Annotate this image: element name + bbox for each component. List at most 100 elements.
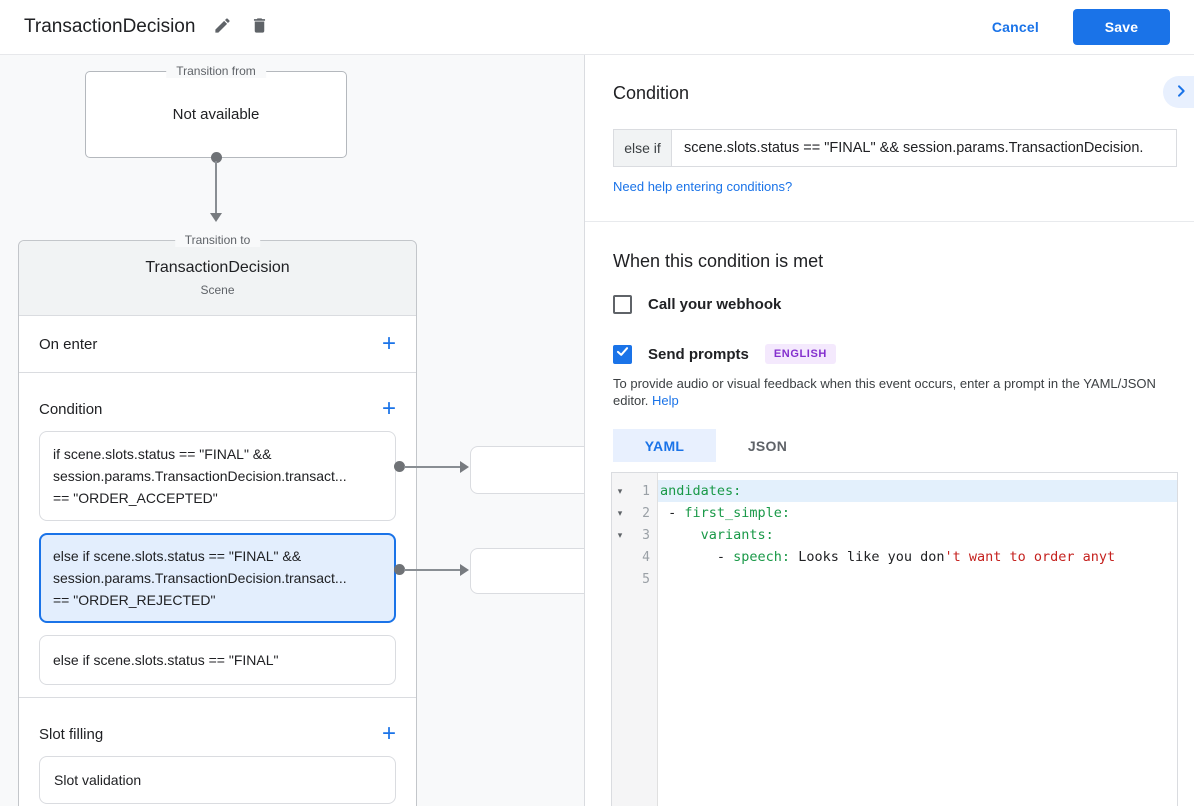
- top-bar: TransactionDecision Cancel Save: [0, 0, 1194, 55]
- connector-line: [404, 466, 461, 468]
- tab-json[interactable]: JSON: [716, 429, 819, 462]
- webhook-row: Call your webhook: [613, 295, 781, 314]
- panel-title: Condition: [613, 83, 690, 103]
- slot-filling-label: Slot filling: [39, 725, 104, 743]
- condition-expression-row: else if: [613, 129, 1177, 167]
- scene-type: Scene: [200, 283, 235, 297]
- slot-validation-item[interactable]: Slot validation: [39, 756, 396, 804]
- gutter-row: 5: [612, 568, 657, 590]
- transition-from-legend: Transition from: [166, 64, 266, 78]
- cancel-button[interactable]: Cancel: [991, 19, 1039, 35]
- gutter-row: 4: [612, 546, 657, 568]
- condition-text: else if scene.slots.status == "FINAL" &&: [53, 548, 302, 564]
- save-button[interactable]: Save: [1073, 9, 1170, 45]
- code-segment: variants:: [700, 527, 774, 543]
- code-line: andidates:: [658, 480, 1177, 502]
- call-webhook-checkbox[interactable]: [613, 295, 632, 314]
- condition-label: Condition: [39, 400, 103, 418]
- scene-name: TransactionDecision: [145, 259, 290, 276]
- transition-from-value: Not available: [172, 106, 260, 123]
- send-prompts-checkbox[interactable]: [613, 344, 632, 364]
- checkmark-icon: [615, 344, 630, 364]
- code-segment: 't want to order anyt: [944, 549, 1116, 565]
- fold-toggle-icon[interactable]: ▾: [617, 486, 623, 496]
- tab-yaml[interactable]: YAML: [613, 429, 716, 462]
- condition-item-rejected-selected[interactable]: else if scene.slots.status == "FINAL" &&…: [39, 533, 396, 623]
- condition-help-link[interactable]: Need help entering conditions?: [613, 179, 793, 194]
- prompt-code-editor: ▾ 1 ▾ 2 ▾ 3 4 5: [611, 472, 1178, 806]
- connector-dot: [394, 461, 405, 472]
- code-segment: speech:: [733, 549, 791, 565]
- editor-tab-bar: YAML JSON: [613, 429, 819, 462]
- connector-dot: [394, 564, 405, 575]
- gutter-row: ▾ 3: [612, 524, 657, 546]
- arrow-right-icon: [460, 461, 469, 473]
- slot-filling-section-header: Slot filling +: [19, 698, 416, 756]
- code-segment: first_simple:: [684, 505, 791, 521]
- edit-title-button[interactable]: [213, 16, 232, 38]
- collapse-panel-button[interactable]: [1163, 76, 1194, 108]
- scene-header: TransactionDecision Scene: [19, 241, 416, 316]
- code-line: - speech: Looks like you don't want to o…: [658, 546, 1177, 568]
- prompts-description-text: To provide audio or visual feedback when…: [613, 376, 1156, 408]
- add-condition-button[interactable]: +: [381, 395, 396, 422]
- connector-dot: [211, 152, 222, 163]
- delete-scene-button[interactable]: [250, 16, 269, 38]
- arrow-right-icon: [460, 564, 469, 576]
- connector-line: [404, 569, 461, 571]
- line-number: 1: [642, 483, 650, 499]
- send-prompts-row: Send prompts ENGLISH: [613, 344, 836, 364]
- send-prompts-label: Send prompts: [648, 345, 749, 363]
- connector-line: [215, 161, 217, 214]
- transition-to-legend: Transition to: [174, 233, 261, 247]
- condition-text: == "ORDER_ACCEPTED": [53, 490, 218, 506]
- add-slot-button[interactable]: +: [381, 720, 396, 747]
- panel-divider: [585, 221, 1194, 222]
- help-link[interactable]: Help: [652, 393, 679, 408]
- code-segment: andidates:: [660, 483, 742, 499]
- condition-met-title: When this condition is met: [613, 251, 824, 271]
- line-number: 2: [642, 505, 650, 521]
- code-line: - first_simple:: [658, 502, 1177, 524]
- condition-text: session.params.TransactionDecision.trans…: [53, 468, 347, 484]
- gutter-row: ▾ 1: [612, 480, 657, 502]
- condition-item-accepted[interactable]: if scene.slots.status == "FINAL" && sess…: [39, 431, 396, 521]
- fold-toggle-icon[interactable]: ▾: [617, 530, 623, 540]
- code-line: [658, 568, 1177, 590]
- gutter-row: ▾ 2: [612, 502, 657, 524]
- flow-diagram-panel: Transition from Not available Transition…: [0, 55, 585, 806]
- add-on-enter-button[interactable]: +: [381, 330, 396, 357]
- page-title: TransactionDecision: [24, 16, 196, 37]
- call-webhook-label: Call your webhook: [648, 296, 782, 313]
- language-badge: ENGLISH: [764, 344, 836, 364]
- pencil-icon: [213, 16, 232, 38]
- fold-toggle-icon[interactable]: ▾: [617, 508, 623, 518]
- code-line: variants:: [658, 524, 1177, 546]
- slot-validation-label: Slot validation: [54, 772, 142, 788]
- condition-text: if scene.slots.status == "FINAL" &&: [53, 446, 272, 462]
- code-segment: -: [660, 505, 685, 521]
- line-number: 4: [642, 549, 650, 565]
- line-number: 5: [642, 571, 650, 587]
- section-divider: [19, 697, 416, 698]
- condition-expression-input[interactable]: [671, 129, 1177, 167]
- editor-code-area[interactable]: andidates: - first_simple: variants: - s…: [658, 473, 1177, 806]
- editor-gutter: ▾ 1 ▾ 2 ▾ 3 4 5: [612, 473, 658, 806]
- condition-section-header: Condition +: [19, 373, 416, 431]
- condition-detail-panel: Condition else if Need help entering con…: [585, 55, 1194, 806]
- line-number: 3: [642, 527, 650, 543]
- prompts-description: To provide audio or visual feedback when…: [613, 375, 1171, 409]
- condition-text: else if scene.slots.status == "FINAL": [53, 652, 279, 668]
- trash-icon: [250, 16, 269, 38]
- arrow-down-icon: [210, 213, 222, 222]
- condition-item-final[interactable]: else if scene.slots.status == "FINAL": [39, 635, 396, 685]
- condition-text: session.params.TransactionDecision.trans…: [53, 570, 347, 586]
- condition-prefix: else if: [613, 129, 672, 167]
- transition-target-box[interactable]: [470, 446, 584, 494]
- on-enter-label: On enter: [39, 335, 98, 353]
- chevron-right-icon: [1173, 83, 1189, 102]
- transition-target-box[interactable]: [470, 548, 584, 594]
- on-enter-row: On enter +: [19, 316, 416, 373]
- code-segment: [660, 527, 701, 543]
- transition-to-card: Transition to TransactionDecision Scene …: [18, 233, 417, 806]
